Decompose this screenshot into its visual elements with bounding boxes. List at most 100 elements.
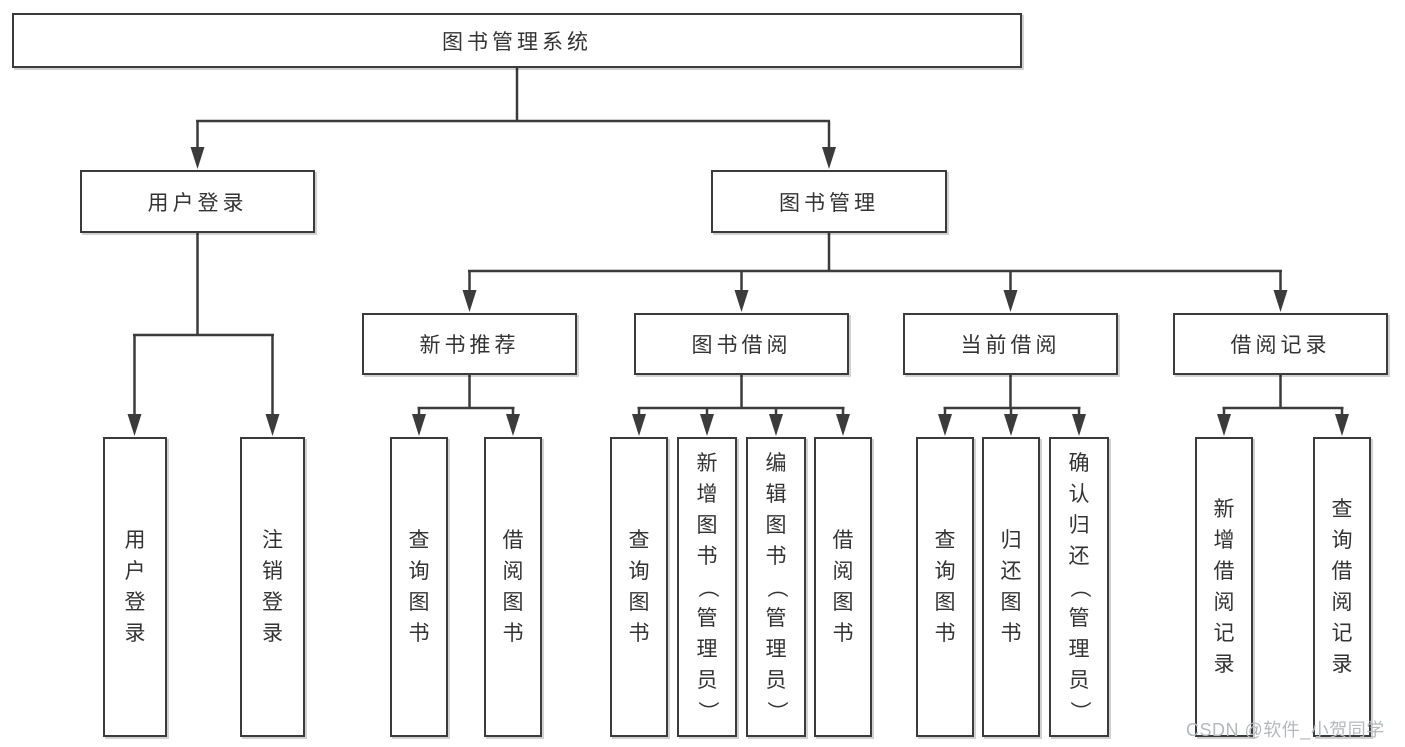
- connector-line: [417, 375, 515, 416]
- arrowhead: [1335, 414, 1349, 436]
- vertical-char: 询: [934, 560, 956, 583]
- arrowhead: [769, 414, 783, 436]
- arrowhead: [1072, 414, 1086, 436]
- connector-line: [637, 375, 845, 416]
- node-label: 借阅图书: [503, 525, 524, 649]
- connector-line: [468, 233, 1282, 293]
- vertical-char: 询: [628, 560, 650, 583]
- arrowhead: [506, 414, 520, 436]
- node-label: 图书借阅: [691, 334, 792, 357]
- vertical-char: 管: [765, 606, 787, 630]
- arrowhead: [938, 414, 952, 436]
- node-label: 借阅图书: [833, 525, 854, 649]
- vertical-char: 理: [696, 637, 718, 661]
- vertical-char: 新: [696, 451, 718, 475]
- vertical-char: 阅: [1213, 591, 1235, 614]
- connector-line: [943, 375, 1081, 416]
- vertical-char: 还: [1068, 544, 1090, 568]
- vertical-char: 理: [765, 637, 787, 661]
- vertical-char: 书: [408, 622, 430, 645]
- node-label: 查询借阅记录: [1332, 494, 1353, 680]
- node-label: 图书管理: [779, 191, 879, 215]
- node-label: 新增图书（管理员）: [696, 448, 719, 727]
- arrowhead: [822, 147, 836, 169]
- vertical-char: 阅: [832, 560, 854, 583]
- vertical-char: （: [764, 576, 788, 598]
- vertical-char: （: [1067, 576, 1091, 598]
- leaf-borrow-books-recommend: 借阅图书: [484, 437, 542, 737]
- node-label: 查询图书: [935, 525, 956, 649]
- node-label: 归还图书: [1001, 525, 1022, 649]
- connector-line: [133, 233, 274, 417]
- node-label: 当前借阅: [960, 334, 1061, 357]
- node-label: 图书管理系统: [442, 30, 592, 54]
- leaf-query-books-recommend: 查询图书: [390, 437, 448, 737]
- connector-line: [1222, 375, 1344, 416]
- vertical-char: （: [695, 576, 719, 598]
- vertical-char: 理: [1068, 637, 1090, 661]
- node-label: 查询图书: [409, 525, 430, 649]
- vertical-char: 录: [1331, 653, 1353, 676]
- arrowhead: [632, 414, 646, 436]
- vertical-char: 员: [765, 668, 787, 692]
- node-label: 用户登录: [125, 525, 146, 649]
- vertical-char: 阅: [1331, 591, 1353, 614]
- vertical-char: 书: [502, 622, 524, 645]
- node-label: 确认归还（管理员）: [1068, 448, 1091, 727]
- vertical-char: 书: [934, 622, 956, 645]
- vertical-char: 录: [262, 622, 283, 645]
- node-label: 查询图书: [629, 525, 650, 649]
- leaf-borrow-books: 借阅图书: [814, 437, 872, 737]
- leaf-query-borrow-record: 查询借阅记录: [1313, 437, 1371, 737]
- leaf-query-books-current: 查询图书: [916, 437, 974, 737]
- arrowhead: [734, 290, 749, 312]
- vertical-char: 员: [696, 668, 718, 692]
- vertical-char: 图: [832, 591, 854, 614]
- leaf-add-borrow-record: 新增借阅记录: [1195, 437, 1253, 737]
- vertical-char: 录: [1213, 653, 1235, 676]
- node-label: 新书推荐: [419, 334, 520, 357]
- node-label: 借阅记录: [1230, 334, 1331, 357]
- vertical-char: 确: [1068, 451, 1090, 475]
- vertical-char: 还: [1000, 560, 1022, 583]
- vertical-char: 认: [1068, 482, 1090, 506]
- vertical-char: 管: [1068, 606, 1090, 630]
- vertical-char: 查: [408, 529, 430, 552]
- connector-bookborrow-to-leaves: [637, 375, 845, 416]
- node-label: 编辑图书（管理员）: [765, 448, 788, 727]
- vertical-char: 销: [262, 560, 283, 583]
- vertical-char: 记: [1213, 622, 1235, 645]
- vertical-char: 借: [1331, 560, 1353, 583]
- arrowhead: [462, 290, 477, 312]
- vertical-char: ）: [764, 700, 788, 722]
- arrowhead: [412, 414, 426, 436]
- connector-userlogin-to-leaves: [133, 233, 274, 417]
- arrowhead: [1003, 290, 1018, 312]
- vertical-char: 图: [408, 591, 430, 614]
- node-user-login: 用户登录: [80, 170, 315, 233]
- vertical-char: 阅: [502, 560, 524, 583]
- vertical-char: 员: [1068, 668, 1090, 692]
- node-label: 用户登录: [147, 191, 248, 215]
- node-book-management: 图书管理: [711, 170, 947, 233]
- connector-borrowrecords-to-leaves: [1222, 375, 1344, 416]
- vertical-char: 用: [124, 529, 146, 552]
- vertical-char: 图: [765, 513, 787, 537]
- vertical-char: 新: [1213, 498, 1235, 521]
- vertical-char: 图: [1000, 591, 1022, 614]
- vertical-char: 询: [1331, 529, 1353, 552]
- leaf-query-books-borrowing: 查询图书: [610, 437, 668, 737]
- arrowhead: [190, 147, 205, 169]
- vertical-char: 书: [832, 622, 854, 645]
- vertical-char: 编: [765, 451, 787, 475]
- vertical-char: 辑: [765, 482, 787, 506]
- vertical-char: 书: [628, 622, 650, 645]
- vertical-char: 查: [934, 529, 956, 552]
- leaf-confirm-return-admin: 确认归还（管理员）: [1049, 437, 1109, 737]
- vertical-char: 书: [696, 544, 718, 568]
- leaf-logout: 注销登录: [240, 437, 305, 737]
- arrowheads: [127, 147, 1349, 436]
- arrowhead: [265, 414, 280, 436]
- vertical-char: 查: [628, 529, 650, 552]
